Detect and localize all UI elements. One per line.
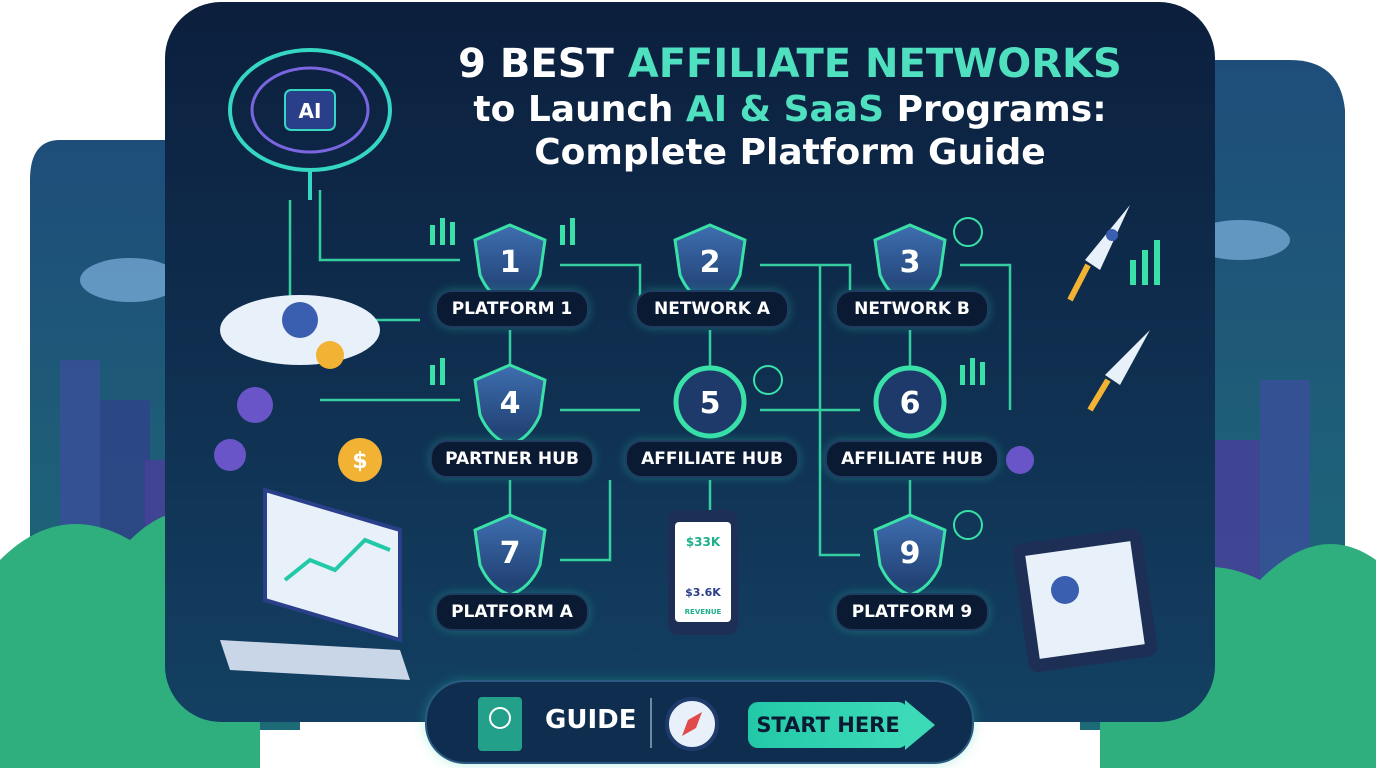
bar-chart-icon: [430, 218, 1160, 385]
coin-icon: $: [338, 438, 382, 482]
brain-label: AI: [299, 99, 322, 123]
title-line2-prefix: to Launch: [473, 89, 686, 130]
svg-text:$: $: [352, 449, 367, 474]
phone-badge: REVENUE: [685, 608, 722, 616]
node-9-number: 9: [900, 536, 921, 571]
node-2-label: NETWORK A: [635, 290, 789, 328]
node-5-circle: [673, 365, 747, 439]
rocket-icon: [1067, 205, 1150, 412]
title-line2-suffix: Programs:: [884, 89, 1107, 130]
node-5-number: 5: [700, 386, 721, 421]
tablet-icon: [1012, 527, 1158, 673]
node-6-circle: [873, 365, 947, 439]
title-line1-accent: AFFILIATE NETWORKS: [627, 41, 1122, 87]
gear-icon: [214, 387, 1034, 474]
title-line-3: Complete Platform Guide: [534, 132, 1046, 174]
node-4-label: PARTNER HUB: [430, 440, 594, 478]
phone-icon: [668, 510, 738, 635]
compass-icon: [665, 697, 719, 751]
title-line-1: 9 BEST AFFILIATE NETWORKS: [420, 40, 1160, 88]
cloud-gear-icon: [220, 295, 380, 369]
infographic-title: 9 BEST AFFILIATE NETWORKS to Launch AI &…: [420, 40, 1160, 174]
node-5-label: AFFILIATE HUB: [625, 440, 799, 478]
node-2-number: 2: [700, 245, 721, 280]
node-3-label: NETWORK B: [835, 290, 989, 328]
arrow-icon: [905, 700, 935, 750]
node-9-label: PLATFORM 9: [835, 593, 989, 631]
node-1-number: 1: [500, 245, 521, 280]
node-7-label: PLATFORM A: [435, 593, 589, 631]
book-icon: [478, 697, 522, 751]
node-3-number: 3: [900, 245, 921, 280]
title-line1-prefix: 9 BEST: [458, 41, 628, 87]
node-4-number: 4: [500, 386, 521, 421]
laptop-icon: [220, 487, 410, 680]
title-line-2: to Launch AI & SaaS Programs:: [420, 88, 1160, 131]
title-line2-accent: AI & SaaS: [685, 89, 885, 130]
start-here-button[interactable]: START HERE: [748, 702, 908, 748]
brain-icon: [228, 48, 392, 200]
guide-label: GUIDE: [545, 705, 637, 735]
phone-value-1: $33K: [686, 535, 721, 549]
footer-divider: [650, 698, 652, 748]
node-6-number: 6: [900, 386, 921, 421]
globe-icon: [753, 217, 983, 540]
node-7-number: 7: [500, 536, 521, 571]
node-6-label: AFFILIATE HUB: [825, 440, 999, 478]
phone-value-2: $3.6K: [685, 586, 721, 599]
node-1-label: PLATFORM 1: [435, 290, 589, 328]
